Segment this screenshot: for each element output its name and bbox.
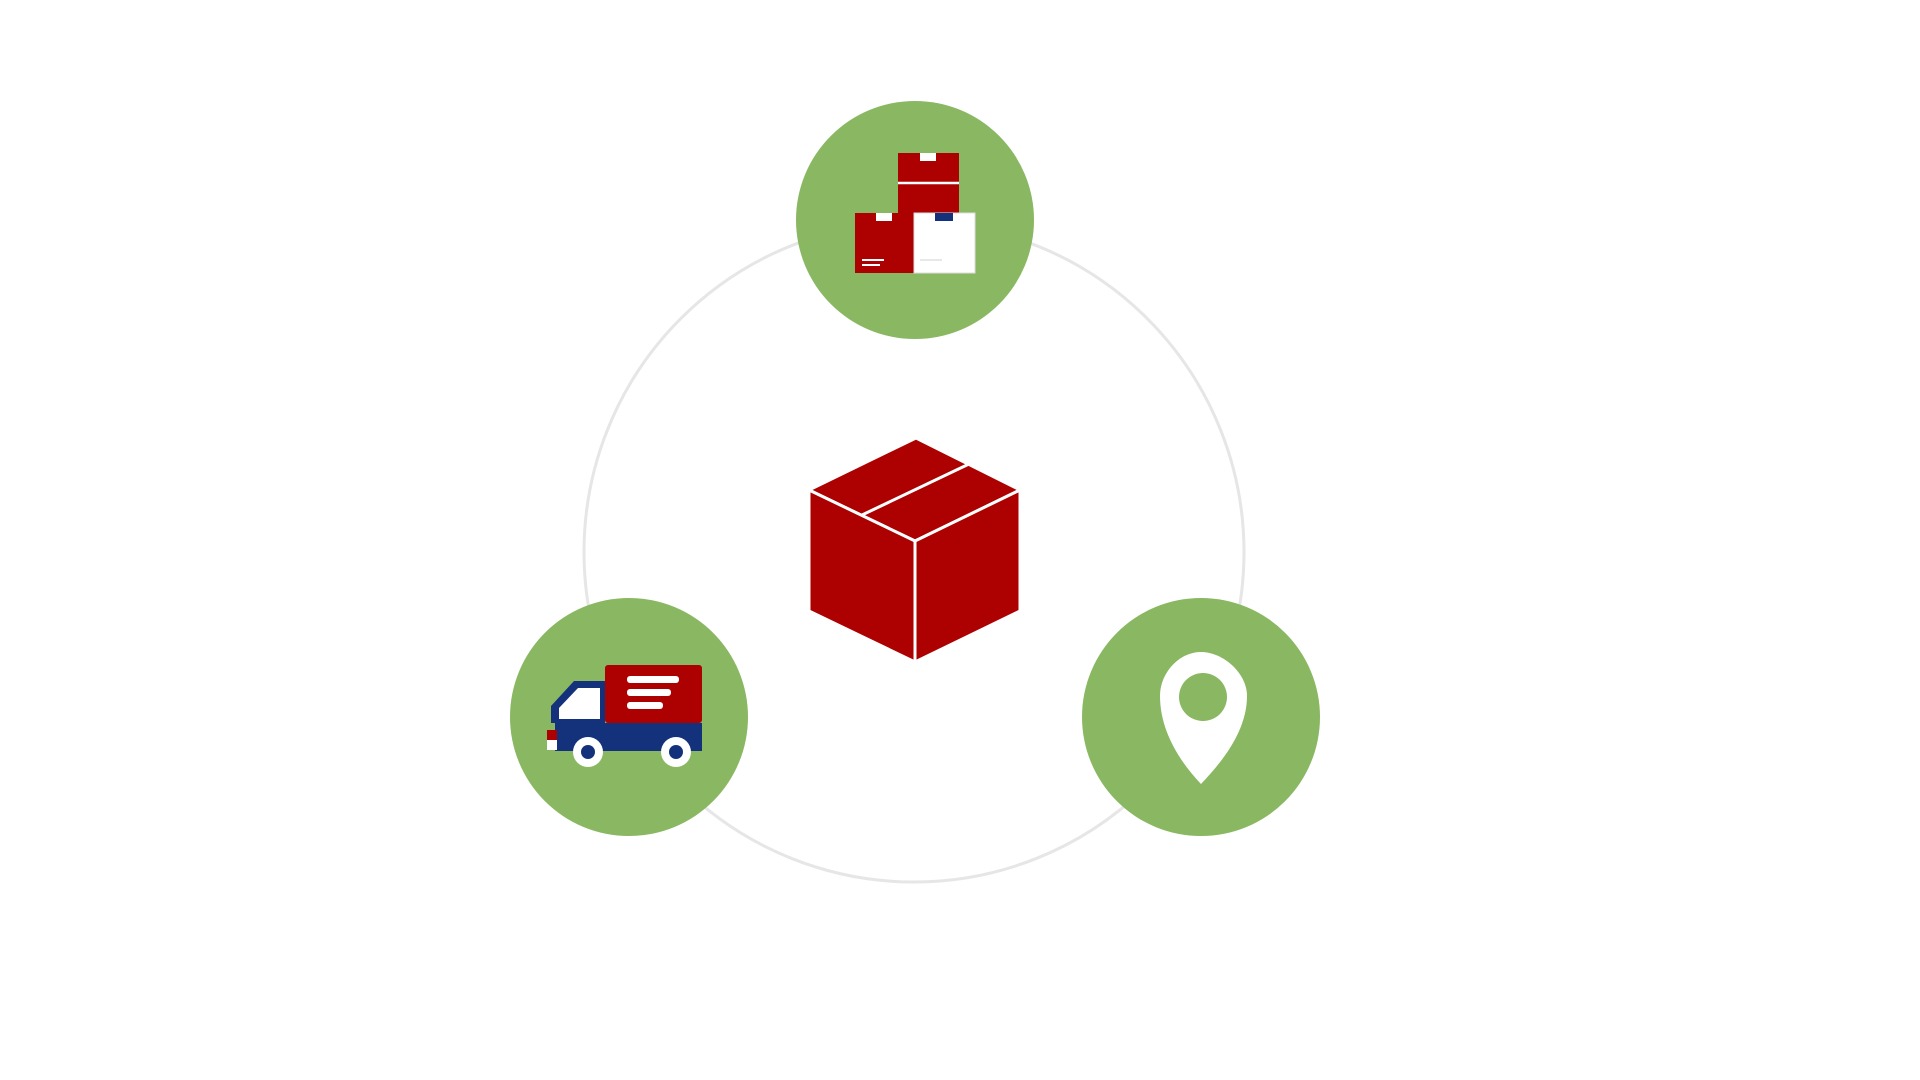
location-pin-icon: [1160, 652, 1247, 784]
stacked-boxes-icon: [855, 153, 976, 274]
package-box-icon: [805, 436, 1024, 665]
node-delivery: [510, 598, 748, 836]
delivery-truck-icon: [547, 665, 702, 767]
node-warehouse: [796, 101, 1034, 339]
node-destination: [1082, 598, 1320, 836]
